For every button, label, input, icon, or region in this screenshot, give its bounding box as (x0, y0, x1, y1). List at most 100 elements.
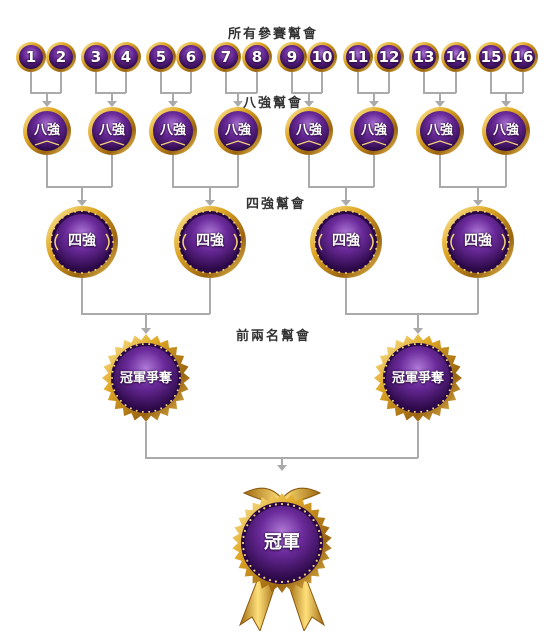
flourish-ornament (318, 233, 374, 251)
bead-dot (338, 271, 341, 274)
bead-dot (108, 254, 111, 257)
bead-dot (100, 216, 103, 219)
seed-badge-face (149, 45, 173, 69)
bead-dot (202, 271, 205, 274)
bead-dot (426, 344, 429, 347)
quarterfinal-badge-face (27, 111, 67, 151)
bead-dot (179, 377, 181, 379)
bead-dot (358, 268, 361, 271)
bead-dot (135, 409, 138, 412)
bead-dot (228, 265, 231, 268)
bead-dot (391, 354, 394, 357)
seed-badge-4 (111, 42, 141, 72)
bead-dot (451, 377, 453, 379)
bead-dot (148, 343, 151, 346)
bead-dot (67, 268, 70, 271)
bead-dot (173, 359, 176, 362)
bead-dot (240, 241, 242, 243)
connector-semi-pair-1 (81, 278, 211, 332)
bead-dot (452, 260, 455, 263)
bead-dot (176, 364, 179, 367)
bead-dot (364, 216, 367, 219)
bead-dot (501, 260, 504, 263)
bead-dot (383, 377, 385, 379)
flourish-ornament (182, 233, 238, 251)
bead-dot (375, 234, 378, 237)
arrow-quarterfinal-8 (501, 101, 511, 107)
flourish-ornament (54, 233, 110, 251)
bead-dot (452, 221, 455, 224)
bead-dot (463, 213, 466, 216)
seed-badge-3 (81, 42, 111, 72)
bead-dot (61, 265, 64, 268)
bead-dot (470, 271, 473, 274)
bead-dot (53, 254, 56, 257)
bead-dot (490, 213, 493, 216)
bead-dot (449, 254, 452, 257)
seed-badge-5 (146, 42, 176, 72)
bead-dot (432, 346, 435, 349)
final-badge-face (386, 346, 450, 410)
bead-dot (298, 507, 301, 510)
bead-dot (314, 241, 316, 243)
bead-dot (178, 241, 180, 243)
bead-dot (287, 580, 290, 583)
bead-dot (215, 271, 218, 274)
arrow-quarterfinal-2 (107, 101, 117, 107)
bead-dot (315, 524, 318, 527)
seed-badge-2 (46, 42, 76, 72)
arrow-champion (277, 465, 287, 471)
quarterfinal-badge-4 (214, 107, 262, 155)
bead-dot (319, 548, 322, 551)
bead-dot (154, 344, 157, 347)
arrow-quarterfinal-4 (233, 101, 243, 107)
bead-dot (113, 364, 116, 367)
connector-seed-pair-6 (357, 72, 390, 105)
bead-dot (53, 227, 56, 230)
bead-dot (178, 247, 181, 250)
bead-dot (507, 234, 510, 237)
bead-dot (364, 265, 367, 268)
bead-dot (160, 346, 163, 349)
bead-dot (249, 518, 252, 522)
bead-dot (154, 409, 157, 412)
bead-dot (314, 247, 317, 250)
bead-dot (236, 227, 239, 230)
bead-dot (407, 409, 410, 412)
bead-dot (81, 272, 83, 274)
connector-final-pair (145, 422, 419, 469)
bead-dot (445, 359, 448, 362)
quarterfinal-badge-8 (482, 107, 530, 155)
bead-dot (67, 213, 70, 216)
seed-badge-1 (16, 42, 46, 72)
bead-dot (351, 210, 354, 213)
bead-dot (111, 377, 113, 379)
bead-dot (312, 518, 315, 522)
quarterfinal-badge-6 (350, 107, 398, 155)
arrow-semifinal-2 (205, 200, 215, 206)
medal-layer (16, 42, 538, 633)
bead-dot (442, 399, 445, 402)
bead-dot (74, 271, 77, 274)
seed-badge-face (377, 45, 401, 69)
connector-quarter-pair-2 (172, 155, 239, 204)
bead-dot (124, 404, 127, 407)
arrow-final-2 (413, 328, 423, 334)
bead-dot (303, 573, 307, 576)
bead-dot (391, 399, 394, 402)
seed-badge-face (346, 45, 370, 69)
bead-dot (253, 514, 256, 517)
bead-dot (243, 553, 247, 557)
bead-dot (112, 241, 114, 243)
bead-dot (50, 241, 52, 243)
bead-dot (463, 268, 466, 271)
laurel-ornament (99, 140, 125, 146)
bead-dot (141, 343, 144, 346)
seed-badge-face (245, 45, 269, 69)
bead-dot (242, 535, 245, 538)
bead-dot (490, 268, 493, 271)
bead-dot (81, 210, 83, 212)
bead-dot (388, 394, 391, 397)
bead-dot (375, 247, 378, 250)
seed-badge-face (412, 45, 436, 69)
